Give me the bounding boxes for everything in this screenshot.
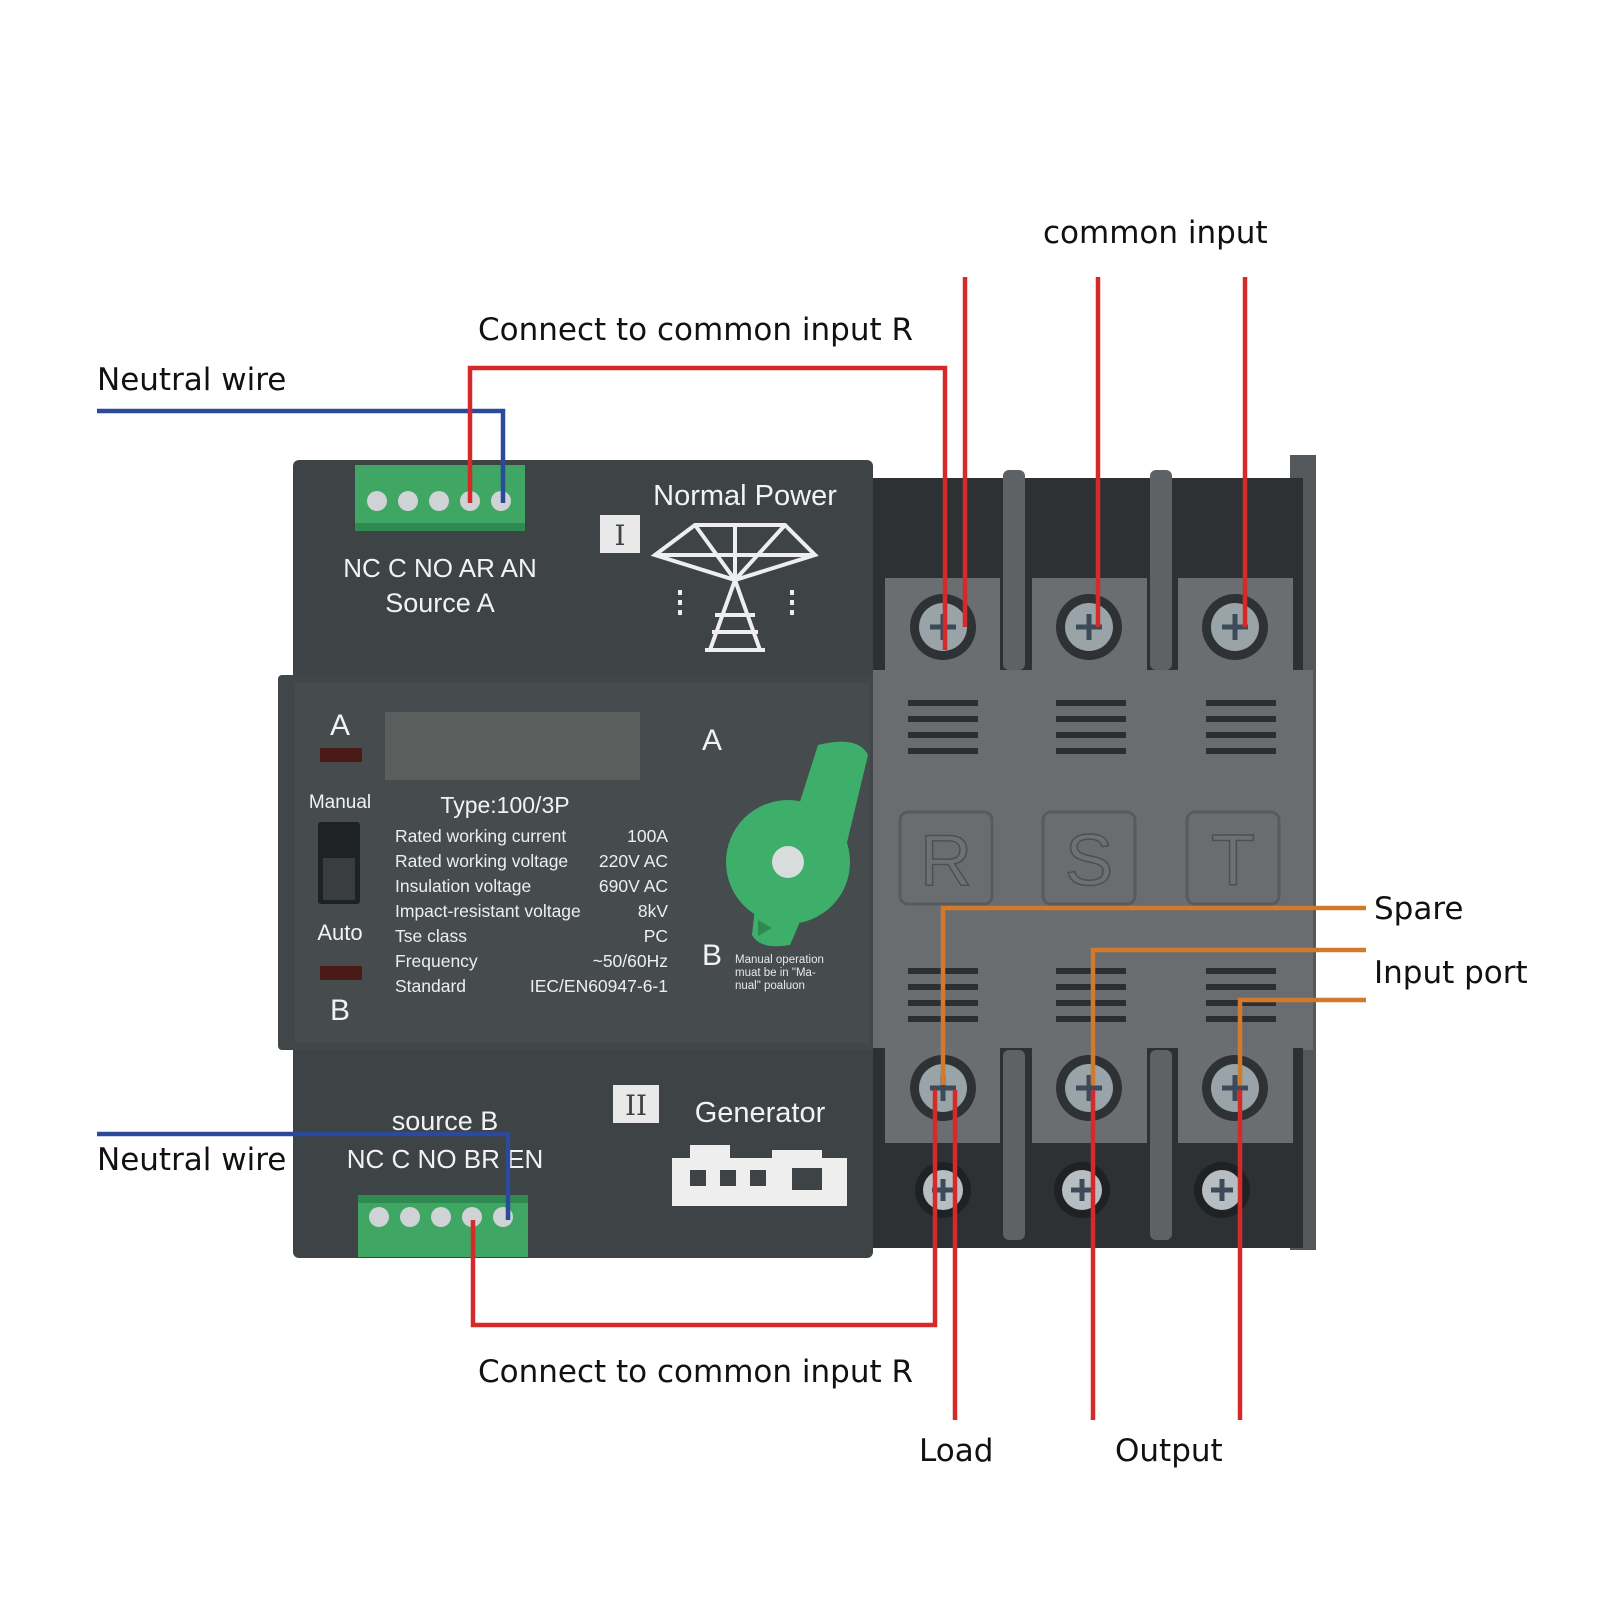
indicator-b-letter: B [330, 994, 350, 1027]
terminal-screws [910, 594, 1268, 1218]
knob-b-letter: B [702, 939, 722, 972]
knob-arrow-icon [758, 920, 772, 936]
connect-top-label: Connect to common input R [478, 312, 913, 348]
generator-icon [672, 1145, 847, 1206]
power-tower-icon [650, 523, 819, 652]
common-input-label: common input [1043, 215, 1268, 251]
mode-switch-slider[interactable] [323, 858, 355, 900]
phase-t-label: T [1211, 821, 1255, 901]
connect-bottom-label: Connect to common input R [478, 1354, 913, 1390]
connect-wire-top [467, 365, 948, 650]
knob-a-letter: A [702, 724, 722, 757]
selector-knob[interactable] [726, 741, 868, 947]
spec-label: Frequency [395, 951, 478, 971]
roman-ii-badge [613, 1085, 659, 1123]
output-label: Output [1115, 1433, 1223, 1469]
roman-i-text: I [614, 519, 625, 552]
neutral-wire-top [97, 408, 506, 503]
load-label: Load [919, 1433, 993, 1469]
blank-label-area [385, 712, 640, 780]
terminal-block-a [355, 465, 525, 531]
source-a-terminals: NC C NO AR AN [343, 553, 537, 583]
spec-value: 220V AC [599, 851, 668, 871]
spec-label: Rated working current [395, 826, 566, 846]
manual-note-line-3: nual" poaluon [735, 980, 805, 992]
mode-manual-label: Manual [309, 792, 371, 813]
spec-label: Tse class [395, 926, 467, 946]
neutral-bottom-label: Neutral wire [97, 1142, 286, 1178]
screw-icon [910, 1055, 976, 1121]
spec-label: Standard [395, 976, 466, 996]
screw-icon [915, 1162, 971, 1218]
neutral-top-label: Neutral wire [97, 362, 286, 398]
spec-value: 100A [627, 826, 668, 846]
spec-value: 690V AC [599, 876, 668, 896]
indicator-a-letter: A [330, 709, 350, 742]
input-port-wire-2 [1237, 997, 1366, 1085]
callout-labels: common input Connect to common input R N… [97, 215, 1528, 1469]
screw-icon [1202, 594, 1268, 660]
roman-i-badge [600, 515, 640, 553]
type-label: Type:100/3P [440, 792, 569, 818]
indicator-a-led [320, 748, 362, 762]
ats-device: R S T [278, 455, 1316, 1258]
screw-icon [1194, 1162, 1250, 1218]
manual-note: Manual operation muat be in "Ma- nual" p… [735, 954, 824, 992]
input-port-wire-1 [1090, 947, 1366, 1085]
phase-s-label: S [1065, 821, 1113, 901]
spare-label: Spare [1374, 891, 1464, 927]
source-b-terminals: NC C NO BR EN [347, 1144, 543, 1174]
wires [97, 277, 1366, 1420]
spec-value: IEC/EN60947-6-1 [530, 976, 668, 996]
source-b-label: source B [392, 1106, 499, 1136]
screw-icon [1054, 1162, 1110, 1218]
screw-icon [1202, 1055, 1268, 1121]
spare-wire [940, 905, 1366, 1085]
source-a-label: Source A [385, 588, 495, 618]
mode-auto-label: Auto [317, 920, 362, 945]
screw-icon [1056, 594, 1122, 660]
spec-value: PC [644, 926, 668, 946]
manual-note-line-1: Manual operation [735, 954, 824, 966]
spec-value: 8kV [638, 901, 668, 921]
knob-screw-icon [772, 846, 804, 878]
phase-r-label: R [920, 821, 972, 901]
input-port-label: Input port [1374, 955, 1528, 991]
spec-value: ~50/60Hz [593, 951, 668, 971]
neutral-wire-bottom [97, 1131, 511, 1220]
phase-boxes [898, 810, 1281, 906]
generator-label: Generator [695, 1097, 826, 1129]
connect-wire-bottom [470, 1090, 938, 1328]
spec-table: Rated working current 100A Rated working v… [395, 826, 668, 996]
indicator-b-led [320, 966, 362, 980]
spec-label: Rated working voltage [395, 851, 568, 871]
spec-label: Impact-resistant voltage [395, 901, 581, 921]
roman-ii-text: II [625, 1089, 647, 1122]
spec-label: Insulation voltage [395, 876, 531, 896]
manual-note-line-2: muat be in "Ma- [735, 967, 816, 979]
terminal-block-b [358, 1195, 528, 1257]
screw-icon [1056, 1055, 1122, 1121]
normal-power-label: Normal Power [653, 480, 837, 512]
